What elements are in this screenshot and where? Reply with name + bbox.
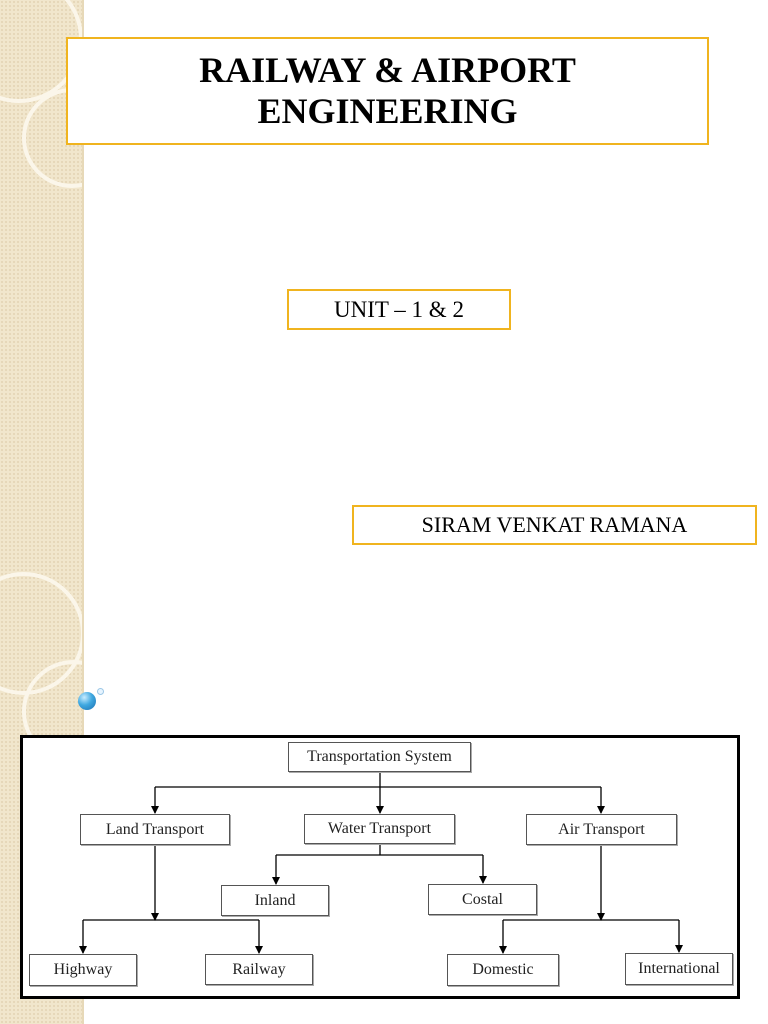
node-transportation-system: Transportation System <box>288 742 471 772</box>
decorative-side-panel <box>0 0 84 1024</box>
unit-label: UNIT – 1 & 2 <box>334 296 464 322</box>
panel-edge <box>82 0 84 1024</box>
diagram-connectors <box>79 772 683 954</box>
title-box: RAILWAY & AIRPORT ENGINEERING <box>66 37 709 145</box>
decorative-bubble <box>78 692 96 710</box>
node-land-transport: Land Transport <box>80 814 230 845</box>
node-international: International <box>625 953 733 985</box>
node-inland: Inland <box>221 885 329 916</box>
node-highway: Highway <box>29 954 137 986</box>
node-water-transport: Water Transport <box>304 814 455 844</box>
author-box: SIRAM VENKAT RAMANA <box>352 505 757 545</box>
slide-title: RAILWAY & AIRPORT ENGINEERING <box>199 50 576 132</box>
decorative-bubble-small <box>97 688 104 695</box>
node-air-transport: Air Transport <box>526 814 677 845</box>
author-name: SIRAM VENKAT RAMANA <box>421 512 688 537</box>
node-costal: Costal <box>428 884 537 915</box>
node-domestic: Domestic <box>447 954 559 986</box>
unit-box: UNIT – 1 & 2 <box>287 289 511 330</box>
transportation-diagram: Transportation System Land Transport Wat… <box>20 735 740 999</box>
title-line-1: RAILWAY & AIRPORT <box>199 50 576 90</box>
title-line-2: ENGINEERING <box>257 91 518 131</box>
node-railway: Railway <box>205 954 313 985</box>
